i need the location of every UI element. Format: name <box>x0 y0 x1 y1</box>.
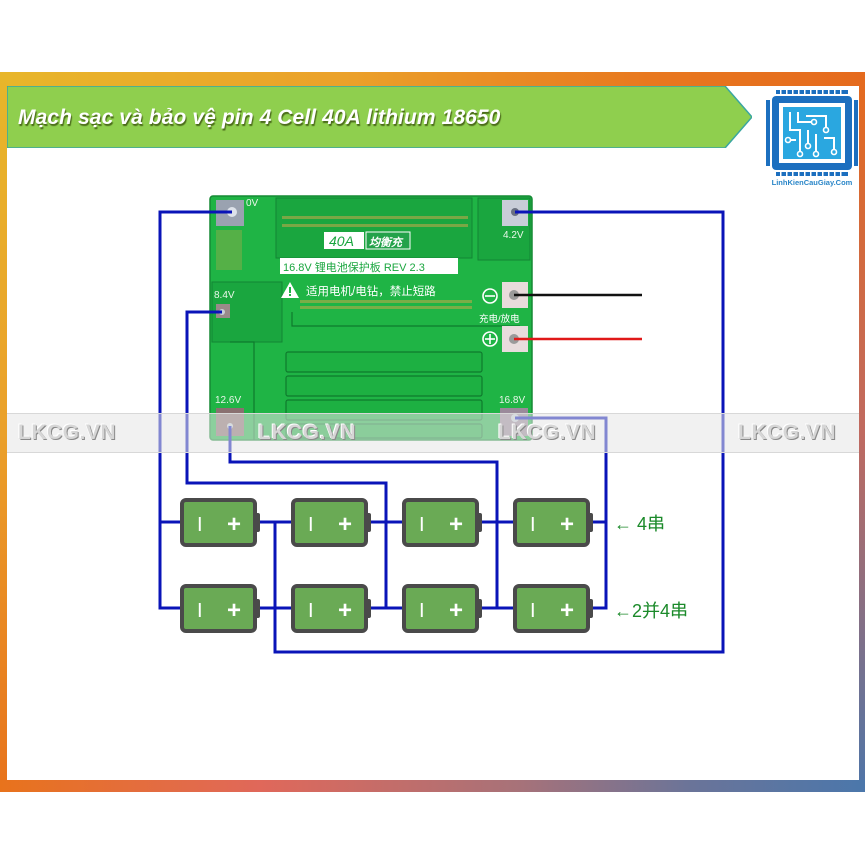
battery-terminal-cap <box>588 599 593 618</box>
pad-label-4v2: 4.2V <box>503 230 524 241</box>
pad-label-16v8: 16.8V <box>499 395 526 406</box>
pad-label-12v6: 12.6V <box>215 395 242 406</box>
wire-0v <box>158 210 232 610</box>
battery-plus-glyph: + <box>227 597 241 624</box>
battery-body <box>513 498 590 547</box>
rating-label: 40A <box>329 233 354 249</box>
battery-cell: I+ <box>513 498 593 547</box>
battery-body <box>180 584 257 633</box>
battery-terminal-cap <box>588 513 593 532</box>
battery-minus-glyph: I <box>308 514 314 536</box>
watermark-text: LKCG.VN <box>18 421 116 444</box>
battery-minus-glyph: I <box>419 600 425 622</box>
battery-plus-glyph: + <box>227 511 241 538</box>
balance-label: 均衡充 <box>369 237 402 249</box>
battery-body <box>291 584 368 633</box>
warning-text: 适用电机/电钻，禁止短路 <box>306 286 436 298</box>
series-label-4s: ← 4串 <box>614 514 666 534</box>
battery-terminal-cap <box>366 599 371 618</box>
page-title: Mạch sạc và bảo vệ pin 4 Cell 40A lithiu… <box>18 106 501 129</box>
title-banner <box>7 86 752 148</box>
battery-cell: I+ <box>513 584 593 633</box>
battery-minus-glyph: I <box>530 600 536 622</box>
wire-8v4 <box>185 310 388 608</box>
battery-minus-glyph: I <box>197 600 203 622</box>
battery-plus-glyph: + <box>449 511 463 538</box>
watermark-text: LKCG.VN <box>258 421 356 444</box>
battery-body <box>180 498 257 547</box>
frame-top-border <box>0 72 865 86</box>
battery-minus-glyph: I <box>308 600 314 622</box>
logo-caption: LinhKienCauGiay.Com <box>771 178 853 187</box>
plus-terminal-icon <box>482 331 498 347</box>
warning-triangle-icon <box>281 282 299 298</box>
battery-cell: I+ <box>291 498 371 547</box>
battery-minus-glyph: I <box>197 514 203 536</box>
watermark-text: LKCG.VN <box>498 421 596 444</box>
battery-cell: I+ <box>180 498 260 547</box>
pad-label-0v: 0V <box>246 198 259 209</box>
minus-terminal-icon <box>482 288 498 304</box>
battery-body <box>513 584 590 633</box>
battery-terminal-cap <box>255 599 260 618</box>
battery-bank: I+I+I+I+I+I+I+I+ <box>180 498 593 633</box>
frame-left-border <box>0 72 7 792</box>
battery-terminal-cap <box>477 513 482 532</box>
battery-body <box>291 498 368 547</box>
watermark-band <box>7 413 859 453</box>
watermark-text: LKCG.VN <box>738 421 836 444</box>
battery-body <box>402 498 479 547</box>
battery-terminal-cap <box>255 513 260 532</box>
battery-plus-glyph: + <box>449 597 463 624</box>
battery-minus-glyph: I <box>419 514 425 536</box>
battery-plus-glyph: + <box>560 597 574 624</box>
battery-cell: I+ <box>291 584 371 633</box>
battery-body <box>402 584 479 633</box>
battery-plus-glyph: + <box>338 597 352 624</box>
battery-terminal-cap <box>366 513 371 532</box>
battery-cell: I+ <box>180 584 260 633</box>
battery-minus-glyph: I <box>530 514 536 536</box>
battery-cell: I+ <box>402 498 482 547</box>
battery-plus-glyph: + <box>338 511 352 538</box>
charge-discharge-label: 充电/放电 <box>479 314 520 325</box>
circuit-chip-icon <box>766 90 858 176</box>
pad-label-8v4: 8.4V <box>214 290 235 301</box>
battery-cell: I+ <box>402 584 482 633</box>
battery-terminal-cap <box>477 599 482 618</box>
model-text: 16.8V 锂电池保护板 REV 2.3 <box>283 262 425 274</box>
frame-right-border <box>859 72 865 792</box>
frame-bottom-border <box>0 780 865 792</box>
battery-plus-glyph: + <box>560 511 574 538</box>
series-label-2p4s: ←2并4串 <box>614 601 689 621</box>
